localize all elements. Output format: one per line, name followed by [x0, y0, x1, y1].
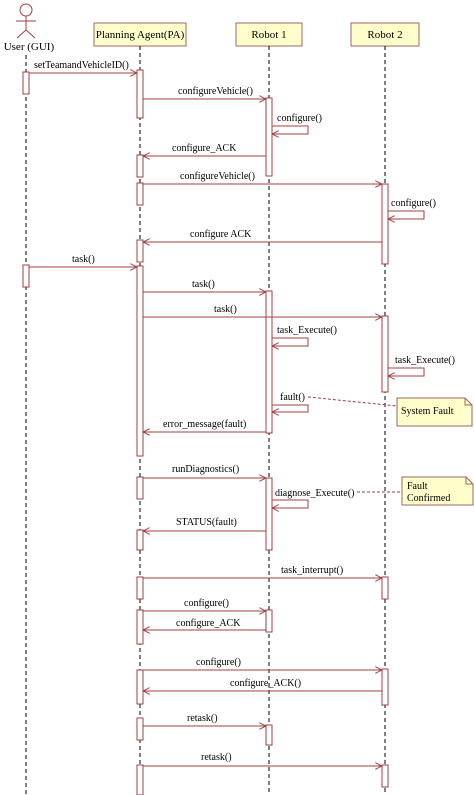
lifeline-label-planning-agent: Planning Agent(PA)	[96, 29, 185, 41]
activation-r1-2	[265, 290, 273, 434]
activation-r1-1	[265, 97, 273, 177]
lifeline-header-robot-1: Robot 1	[235, 22, 303, 47]
msg-label: configure()	[391, 198, 436, 209]
msg-label: task()	[214, 304, 237, 315]
lifeline-label-robot-1: Robot 1	[251, 29, 286, 41]
activation-pa-4	[136, 239, 144, 263]
activation-bars	[22, 69, 389, 795]
msg-label: diagnose_Execute()	[275, 488, 354, 499]
note-label: Confirmed	[407, 493, 450, 504]
msg-label: configure_ACK	[172, 143, 237, 154]
activation-user-2	[22, 264, 30, 288]
activation-pa-8	[136, 576, 144, 600]
activation-r2-4	[381, 668, 389, 706]
msg-label: task_interrupt()	[281, 565, 343, 576]
msg-label: configureVehicle()	[178, 86, 253, 97]
msg-label: configure()	[196, 657, 241, 668]
msg-fault-r1	[272, 404, 309, 412]
activation-pa-1	[136, 69, 144, 119]
msg-label: configure()	[277, 113, 322, 124]
activation-pa-12	[136, 764, 144, 795]
note-system-fault: System Fault	[307, 396, 473, 427]
msg-label: task_Execute()	[395, 355, 455, 366]
msg-label: task()	[192, 279, 215, 290]
actor-label: : User (GUI)	[0, 41, 54, 53]
msg-label: retask()	[187, 713, 218, 724]
activation-r1-3	[265, 477, 273, 551]
lifeline-header-planning-agent: Planning Agent(PA)	[93, 22, 187, 47]
activation-pa-10	[136, 669, 144, 705]
message-labels: setTeamandVehicleID() configureVehicle()…	[34, 60, 455, 763]
activation-r1-5	[265, 724, 273, 746]
msg-label: configure ACK	[190, 229, 252, 240]
msg-label: task_Execute()	[277, 325, 337, 336]
msg-task-execute-r1	[272, 337, 309, 346]
msg-label: configureVehicle()	[180, 171, 255, 182]
activation-r2-1	[381, 183, 389, 265]
message-arrows	[29, 73, 425, 766]
lifeline-label-robot-2: Robot 2	[367, 29, 402, 41]
msg-label: setTeamandVehicleID()	[34, 60, 129, 71]
activation-pa-7	[136, 529, 144, 551]
msg-label: configure()	[184, 598, 229, 609]
activation-r2-5	[381, 764, 389, 788]
msg-label: STATUS(fault)	[176, 517, 237, 528]
note-label: Fault	[407, 481, 428, 492]
activation-r2-3	[381, 576, 389, 600]
activation-pa-3	[136, 182, 144, 206]
lifeline-header-robot-2: Robot 2	[350, 22, 420, 47]
activation-pa-6	[136, 476, 144, 500]
activation-pa-9	[136, 609, 144, 645]
msg-configure-self-r2	[388, 210, 425, 219]
note-fault-confirmed: Fault Confirmed	[357, 476, 474, 506]
activation-r2-2	[381, 315, 389, 393]
activation-pa-2	[136, 154, 144, 178]
msg-task-execute-r2	[388, 367, 425, 376]
msg-label: configure_ACK	[176, 618, 241, 629]
msg-label: error_message(fault)	[163, 419, 246, 430]
msg-label: runDiagnostics()	[172, 464, 239, 475]
msg-diagnose-execute	[272, 499, 309, 508]
msg-label: configure_ACK()	[230, 678, 301, 689]
msg-configure-self-r1	[272, 125, 309, 134]
msg-label: task()	[72, 254, 95, 265]
activation-pa-11	[136, 717, 144, 741]
msg-label: fault()	[280, 392, 305, 403]
activation-user-1	[22, 71, 30, 95]
activation-r1-4	[265, 609, 273, 633]
actor-figure	[16, 3, 36, 39]
msg-label: retask()	[201, 752, 232, 763]
note-label: System Fault	[401, 406, 454, 417]
activation-pa-5	[136, 265, 144, 457]
